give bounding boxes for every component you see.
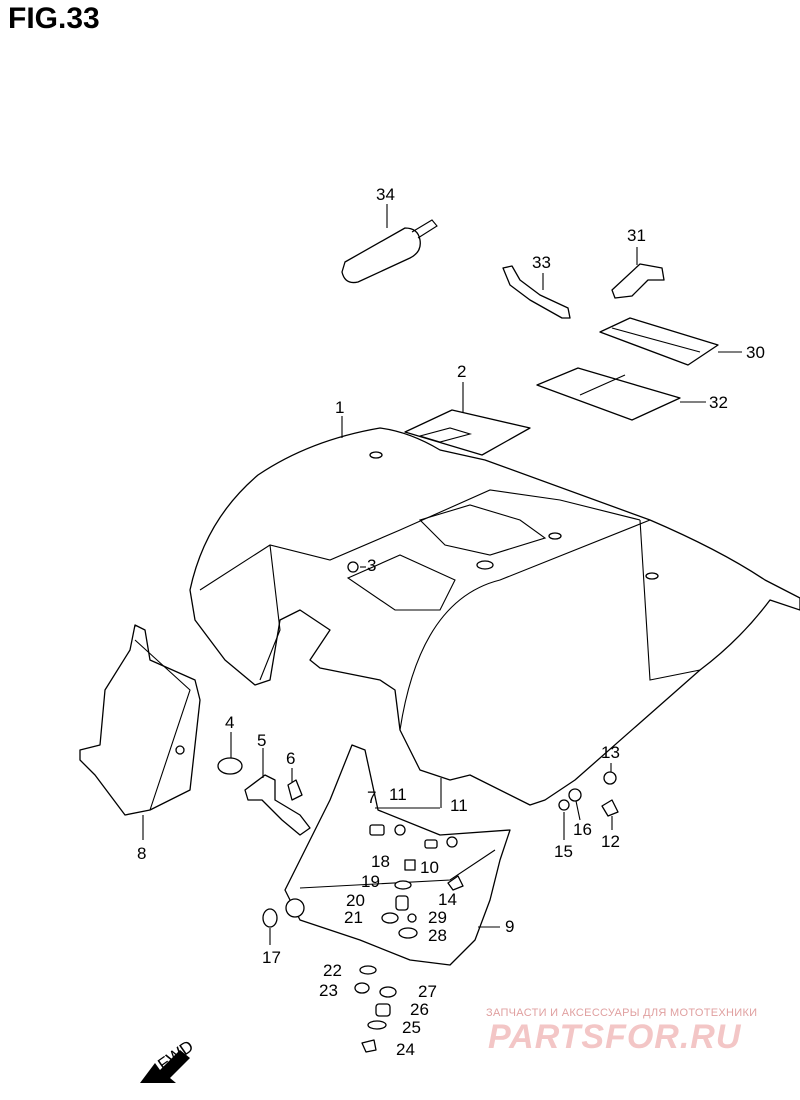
- callout-24: 24: [396, 1040, 415, 1059]
- callout-5: 5: [257, 731, 266, 750]
- part-33-wrench: [502, 265, 571, 319]
- callout-32: 32: [709, 393, 728, 412]
- callout-13: 13: [601, 743, 620, 762]
- callout-11a: 11: [389, 785, 407, 804]
- callout-28: 28: [428, 926, 447, 945]
- callout-10: 10: [420, 858, 439, 877]
- callout-31: 31: [627, 226, 646, 245]
- callout-4: 4: [225, 713, 234, 732]
- callout-26: 26: [410, 1000, 429, 1019]
- part-1-rear-fender: [189, 427, 800, 806]
- callout-7: 7: [367, 788, 376, 807]
- callout-8: 8: [137, 844, 146, 863]
- part-5-stay: [244, 774, 311, 836]
- hardware-group: [262, 561, 619, 1053]
- callout-23: 23: [319, 981, 338, 1000]
- callout-25: 25: [402, 1018, 421, 1037]
- part-34-grip: [341, 219, 438, 284]
- watermark-tagline: ЗАПЧАСТИ И АКСЕССУАРЫ ДЛЯ МОТОТЕХНИКИ: [486, 1007, 758, 1019]
- callout-29: 29: [428, 908, 447, 927]
- callout-12: 12: [601, 832, 620, 851]
- callout-30: 30: [746, 343, 765, 362]
- part-9-flap: [284, 744, 511, 966]
- callout-20: 20: [346, 891, 365, 910]
- callout-2: 2: [457, 362, 466, 381]
- callout-21: 21: [344, 908, 363, 927]
- watermark-brand: PARTSFOR.RU: [488, 1018, 742, 1056]
- callout-14: 14: [438, 890, 457, 909]
- callout-15: 15: [554, 842, 573, 861]
- part-8-mud-guard: [79, 624, 201, 816]
- part-6-bolt: [287, 779, 303, 801]
- callout-18: 18: [371, 852, 390, 871]
- callout-9: 9: [505, 917, 514, 936]
- callout-16: 16: [573, 820, 592, 839]
- callout-3: 3: [367, 556, 376, 575]
- callout-6: 6: [286, 749, 295, 768]
- callout-27: 27: [418, 982, 437, 1001]
- figure-title: FIG.33: [8, 2, 100, 35]
- callout-22: 22: [323, 961, 342, 980]
- callout-1: 1: [335, 398, 344, 417]
- leader-lines: [142, 204, 742, 945]
- callout-33: 33: [532, 253, 551, 272]
- part-4-grommet: [217, 757, 243, 775]
- callout-17: 17: [262, 948, 281, 967]
- part-32-manual: [536, 367, 681, 421]
- part-30-tool-bag: [599, 317, 719, 366]
- fwd-arrow-icon: FWD: [140, 1037, 197, 1083]
- callout-19: 19: [361, 872, 380, 891]
- part-31-clamp: [611, 263, 665, 299]
- callout-11b: 11: [450, 796, 468, 815]
- part-2-plate: [404, 409, 531, 456]
- callout-34: 34: [376, 185, 395, 204]
